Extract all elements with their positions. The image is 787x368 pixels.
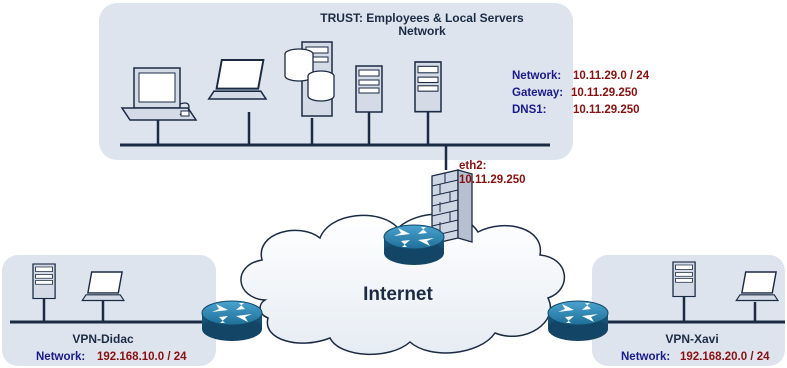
vpn-xavi-name: VPN-Xavi — [665, 332, 718, 346]
trust-subtitle: Network — [398, 24, 446, 38]
internet-router-icon — [383, 224, 445, 266]
server-tower-icon — [32, 263, 56, 300]
trust-title: TRUST: Employees & Local Servers — [320, 11, 524, 25]
trust-gateway-key: Gateway: — [512, 87, 563, 99]
vpn-didac-network-key: Network: — [36, 351, 85, 363]
internet-cloud — [240, 213, 565, 355]
trust-dns-value: 10.11.29.250 — [573, 104, 640, 116]
trust-dns-key: DNS1: — [512, 104, 547, 116]
internet-label: Internet — [363, 284, 433, 305]
trust-network-value: 10.11.29.0 / 24 — [573, 70, 650, 82]
vpn-xavi-router-icon — [547, 300, 609, 342]
vpn-didac-name: VPN-Didac — [72, 332, 134, 346]
trust-gateway-value: 10.11.29.250 — [571, 87, 638, 99]
firewall-iface-label: eth2: — [459, 160, 486, 172]
vpn-didac-router-icon — [201, 300, 263, 342]
vpn-xavi-network-key: Network: — [621, 351, 670, 363]
server-tower-icon — [672, 261, 696, 298]
database-server-icon — [284, 41, 335, 117]
desktop-pc-icon — [120, 67, 198, 121]
server-tower-icon — [355, 65, 383, 113]
firewall-icon — [431, 169, 473, 245]
firewall-ip-label: 10.11.29.250 — [459, 174, 526, 186]
vpn-xavi-network-value: 192.168.20.0 / 24 — [680, 351, 770, 363]
trust-network-key: Network: — [512, 70, 561, 82]
trust-network-panel — [99, 3, 573, 160]
server-tower-icon — [414, 61, 442, 113]
vpn-xavi-panel — [592, 255, 785, 366]
vpn-didac-network-value: 192.168.10.0 / 24 — [97, 351, 187, 363]
